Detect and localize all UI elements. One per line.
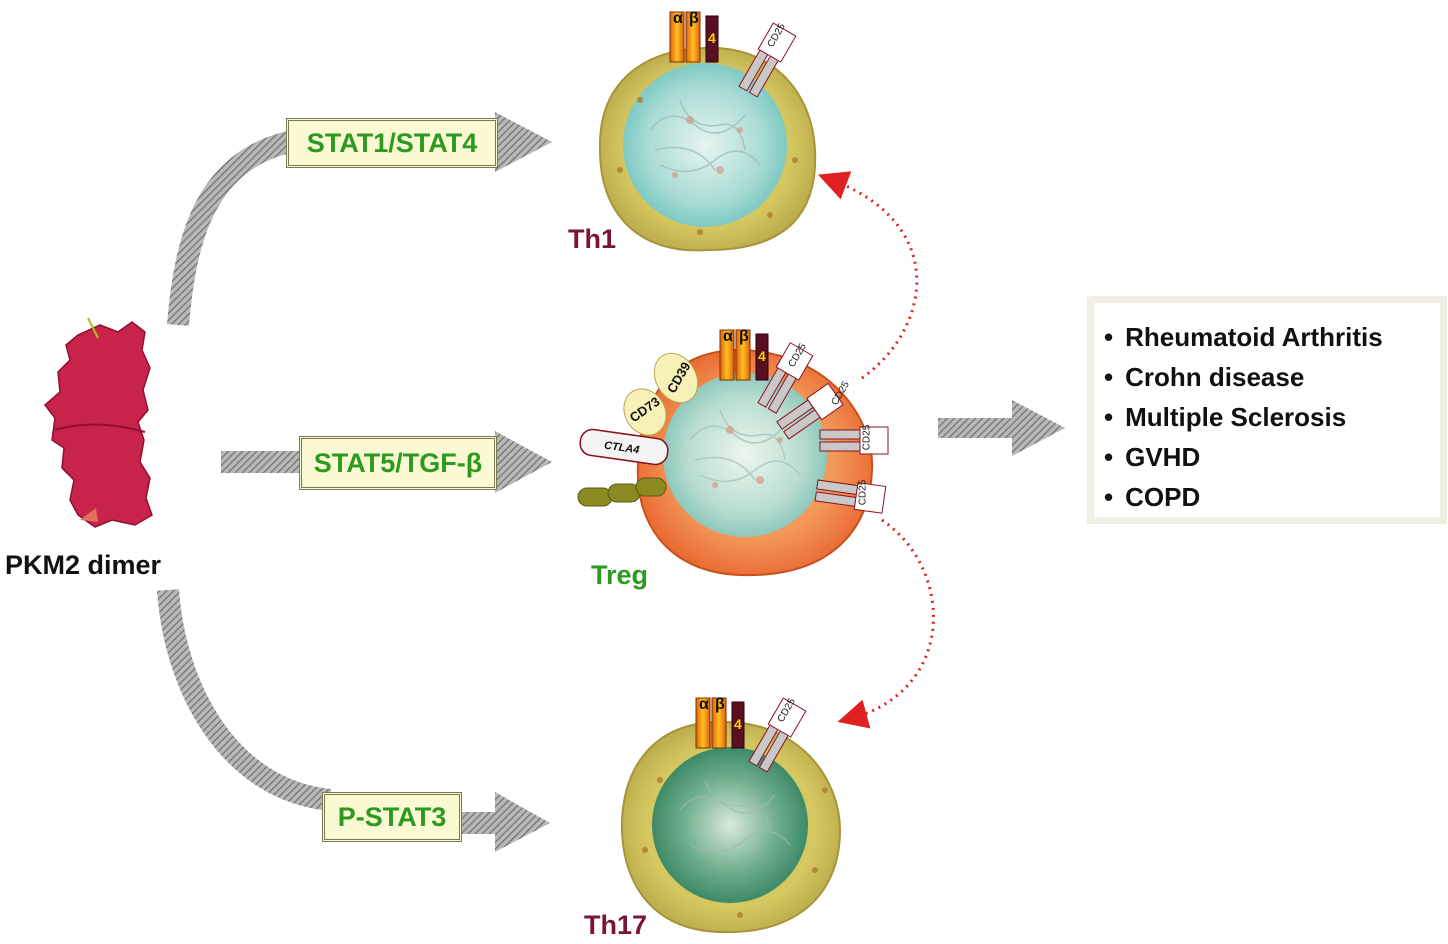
cd25-treg-4: [814, 479, 887, 514]
dotted-arrow-treg-to-th17: [837, 518, 935, 729]
beta-label-th17: β: [715, 696, 725, 713]
receptor-treg: [719, 329, 769, 381]
alpha-label-th17: α: [699, 696, 709, 713]
pathway-box-stat5-tgfb: STAT5/TGF-β: [299, 436, 497, 490]
th17-cell: [620, 720, 842, 934]
disease-item: Crohn disease: [1104, 357, 1440, 397]
dotted-arrow-treg-to-th1: [817, 171, 919, 380]
receptor-th1: [669, 11, 719, 63]
disease-shaft: [938, 418, 1018, 438]
th17-arrowhead: [495, 792, 550, 852]
alpha-label-treg: α: [723, 328, 733, 345]
treg-label: Treg: [591, 560, 649, 590]
th17-shaft: [460, 812, 500, 834]
cd73-marker: [623, 388, 667, 436]
cd25-treg-3: [819, 426, 889, 455]
disease-item: Rheumatoid Arthritis: [1104, 317, 1440, 357]
cd25-treg-1: [757, 342, 814, 414]
th1-arrowhead: [495, 112, 552, 172]
th17-label: Th17: [584, 910, 648, 940]
th17-curve-arrow: [157, 589, 332, 811]
alpha-label-th1: α: [673, 10, 683, 27]
th1-label: Th1: [568, 224, 617, 254]
chain4-label-treg: 4: [758, 348, 766, 364]
treg-arrowhead: [495, 431, 552, 493]
beta-label-th1: β: [689, 10, 699, 27]
membrane-capsules: [577, 477, 667, 507]
ctla4-marker: [579, 428, 669, 466]
treg-shaft: [221, 451, 306, 473]
cd25-th17: [748, 697, 807, 773]
pathway-box-stat1-stat4: STAT1/STAT4: [286, 118, 498, 168]
disease-box: Rheumatoid Arthritis Crohn disease Multi…: [1087, 296, 1447, 524]
th1-cell: [598, 46, 817, 252]
chain4-label-th1: 4: [708, 30, 716, 46]
chain4-label-th17: 4: [734, 716, 742, 732]
disease-item: Multiple Sclerosis: [1104, 397, 1440, 437]
cd39-marker: [653, 352, 699, 404]
th1-curve-arrow: [167, 129, 302, 326]
cd25-text-treg-3: CD25: [861, 424, 873, 451]
pathway-box-pstat3: P-STAT3: [322, 792, 462, 842]
pathway-arrows: [157, 112, 1065, 852]
cd25-th1: [738, 22, 797, 98]
disease-item: COPD: [1104, 477, 1440, 517]
cd25-treg-2: [776, 382, 844, 440]
disease-list: Rheumatoid Arthritis Crohn disease Multi…: [1094, 303, 1440, 517]
disease-item: GVHD: [1104, 437, 1440, 477]
pkm2-label: PKM2 dimer: [5, 550, 162, 580]
beta-label-treg: β: [739, 328, 749, 345]
pkm2-dimer-protein: [43, 317, 153, 528]
receptor-th17: [695, 697, 745, 749]
cd25-text-treg-4: CD25: [857, 479, 869, 506]
disease-arrowhead: [1012, 400, 1065, 456]
